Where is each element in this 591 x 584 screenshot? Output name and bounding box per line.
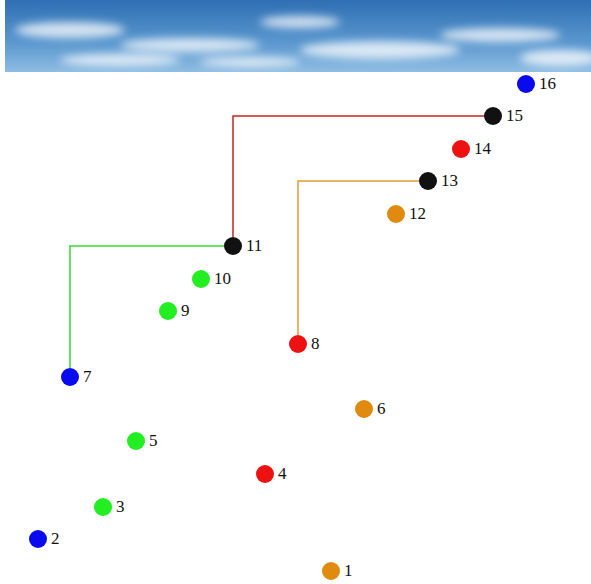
dot-node: 13 [419,172,458,190]
callout-number: 5 [149,432,158,450]
callout-number: 9 [181,302,190,320]
dot-marker [452,140,470,158]
dot-marker [127,432,145,450]
dot-marker [289,335,307,353]
dot-marker [419,172,437,190]
callout-number: 12 [409,205,426,223]
dot-node: 7 [61,368,92,386]
dot-node: 15 [484,107,523,125]
callout-number: 8 [311,335,320,353]
dot-node: 16 [517,75,556,93]
callout-number: 15 [506,107,523,125]
dot-marker [387,205,405,223]
dot-marker [322,562,340,580]
dot-node: 10 [192,270,231,288]
dot-node: 2 [29,530,60,548]
callout-number: 13 [441,172,458,190]
callout-number: 2 [51,530,60,548]
dot-marker [29,530,47,548]
dot-node: 9 [159,302,190,320]
dot-marker [517,75,535,93]
dot-node: 6 [355,400,386,418]
dot-marker [256,465,274,483]
dot-marker [61,368,79,386]
dot-node: 11 [224,237,262,255]
callout-number: 4 [278,465,287,483]
elbow-connector [233,116,484,237]
dot-node: 8 [289,335,320,353]
sky-banner [0,0,591,72]
dot-node: 12 [387,205,426,223]
dot-marker [94,498,112,516]
dot-marker [355,400,373,418]
dot-marker [484,107,502,125]
callout-number: 14 [474,140,491,158]
callout-number: 6 [377,400,386,418]
callout-number: 11 [246,237,262,255]
dot-node: 5 [127,432,158,450]
callout-number: 3 [116,498,125,516]
dot-node: 1 [322,562,353,580]
callout-number: 16 [539,75,556,93]
dot-marker [224,237,242,255]
dot-marker [159,302,177,320]
elbow-connector [298,181,419,335]
callout-number: 1 [344,562,353,580]
callout-number: 10 [214,270,231,288]
dot-node: 4 [256,465,287,483]
dot-node: 14 [452,140,491,158]
callout-number: 7 [83,368,92,386]
elbow-connector [70,246,224,368]
dot-marker [192,270,210,288]
dot-node: 3 [94,498,125,516]
